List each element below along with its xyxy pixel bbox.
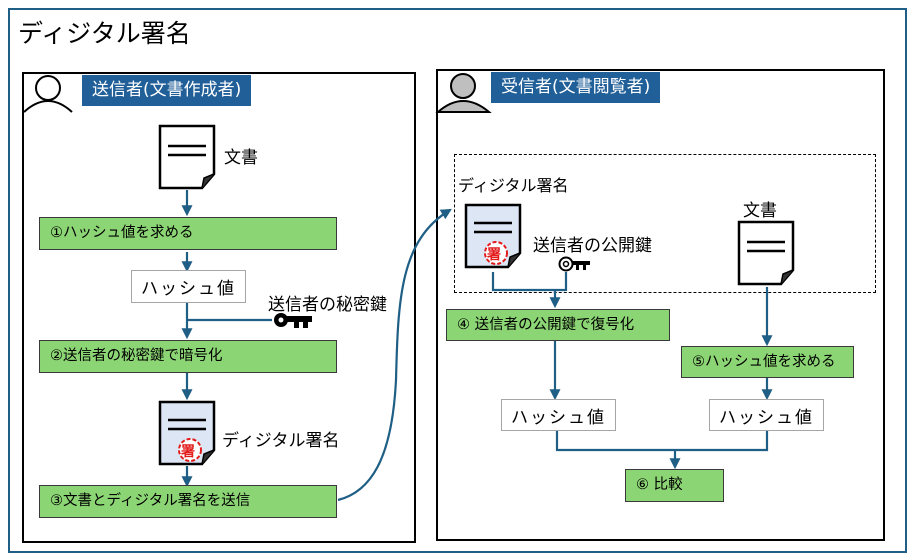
sender-signature-label: ディジタル署名	[222, 431, 340, 451]
step-4-decrypt: ④ 送信者の公開鍵で復号化	[446, 309, 670, 341]
public-key-label: 送信者の公開鍵	[533, 236, 652, 256]
sender-document-label: 文書	[224, 148, 258, 168]
receiver-hash-value-right: ハッシュ値	[709, 399, 824, 431]
outer-frame	[8, 8, 907, 553]
signature-group-box	[454, 154, 876, 293]
step-6-compare: ⑥ 比較	[625, 469, 724, 502]
received-signed-document-icon	[464, 203, 522, 269]
sender-hash-value: ハッシュ値	[131, 270, 246, 303]
signed-document-icon	[158, 400, 216, 466]
step-5-hash: ⑤ハッシュ値を求める	[681, 346, 854, 378]
seal-icon: 署	[181, 444, 195, 460]
diagram-title: ディジタル署名	[18, 19, 191, 48]
private-key-label: 送信者の秘密鍵	[268, 295, 387, 315]
receiver-panel	[436, 69, 885, 541]
received-document-icon	[737, 220, 795, 286]
document-icon	[158, 124, 216, 190]
private-key-icon	[274, 313, 312, 328]
receiver-role-label: 受信者(文書閲覧者)	[491, 72, 661, 103]
sender-role-label: 送信者(文書作成者)	[82, 75, 252, 106]
step-1-hash: ①ハッシュ値を求める	[39, 217, 337, 250]
public-key-icon	[558, 256, 590, 272]
received-seal-icon: 署	[487, 247, 501, 263]
step-3-send: ③文書とディジタル署名を送信	[39, 485, 337, 518]
signature-group-label: ディジタル署名	[458, 176, 569, 195]
receiver-document-label: 文書	[743, 201, 777, 221]
step-2-encrypt: ②送信者の秘密鍵で暗号化	[39, 340, 337, 373]
receiver-hash-value-left: ハッシュ値	[501, 399, 616, 431]
